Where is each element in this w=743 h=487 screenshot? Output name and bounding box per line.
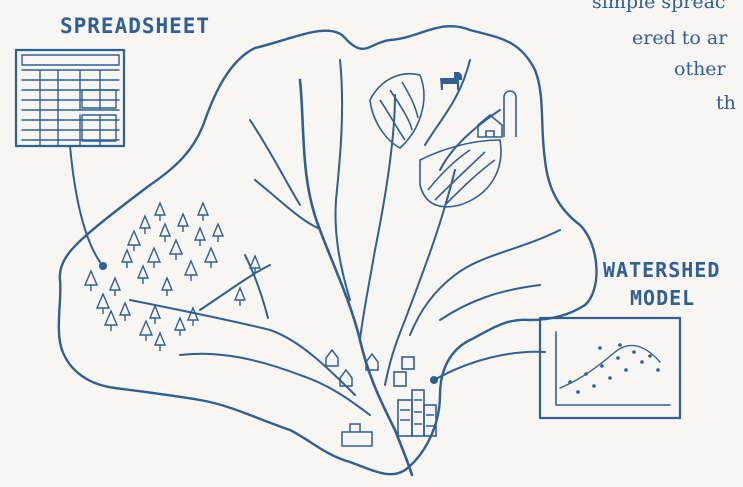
tree-icon (185, 261, 197, 281)
tree-icon (148, 248, 160, 268)
tributary (336, 60, 350, 300)
tributary (385, 170, 455, 385)
tree-icon (120, 303, 130, 321)
house-icon (342, 424, 372, 446)
tree-icon (85, 271, 97, 291)
village (326, 350, 378, 446)
farm-fields (370, 74, 501, 207)
tree-icon (213, 224, 223, 242)
forest (85, 203, 260, 351)
chart-icon (540, 318, 680, 418)
tributary (250, 120, 300, 205)
tributary (360, 95, 395, 340)
tributary (425, 60, 470, 145)
tree-icon (198, 203, 208, 221)
tributary (245, 255, 268, 318)
tree-icon (235, 288, 245, 306)
tree-icon (140, 216, 150, 234)
house-icon (340, 370, 352, 386)
spreadsheet-connector (70, 146, 100, 262)
tree-icon (122, 250, 132, 268)
tree-icon (128, 231, 140, 251)
tree-icon (105, 311, 117, 331)
tree-icon (205, 248, 217, 268)
tree-icon (140, 321, 152, 341)
tributary (130, 300, 355, 395)
tree-icon (138, 266, 148, 284)
tree-icon (195, 228, 205, 246)
connector-dot (99, 262, 107, 270)
tree-icon (155, 203, 165, 221)
tree-icon (150, 306, 160, 324)
main-river (300, 80, 412, 475)
tree-icon (110, 278, 120, 296)
tributary (180, 354, 370, 415)
tree-icon (175, 318, 185, 336)
barn-icon (478, 91, 516, 137)
tree-icon (188, 308, 198, 326)
tributary (440, 285, 540, 320)
tree-icon (155, 333, 165, 351)
tree-icon (160, 224, 170, 242)
spreadsheet-icon (16, 50, 124, 146)
tree-icon (178, 214, 188, 232)
cow-icon (440, 72, 462, 90)
tree-icon (170, 240, 182, 260)
tree-icon (162, 278, 172, 296)
city-icon (394, 357, 436, 436)
tree-icon (97, 294, 109, 314)
house-icon (326, 350, 338, 366)
